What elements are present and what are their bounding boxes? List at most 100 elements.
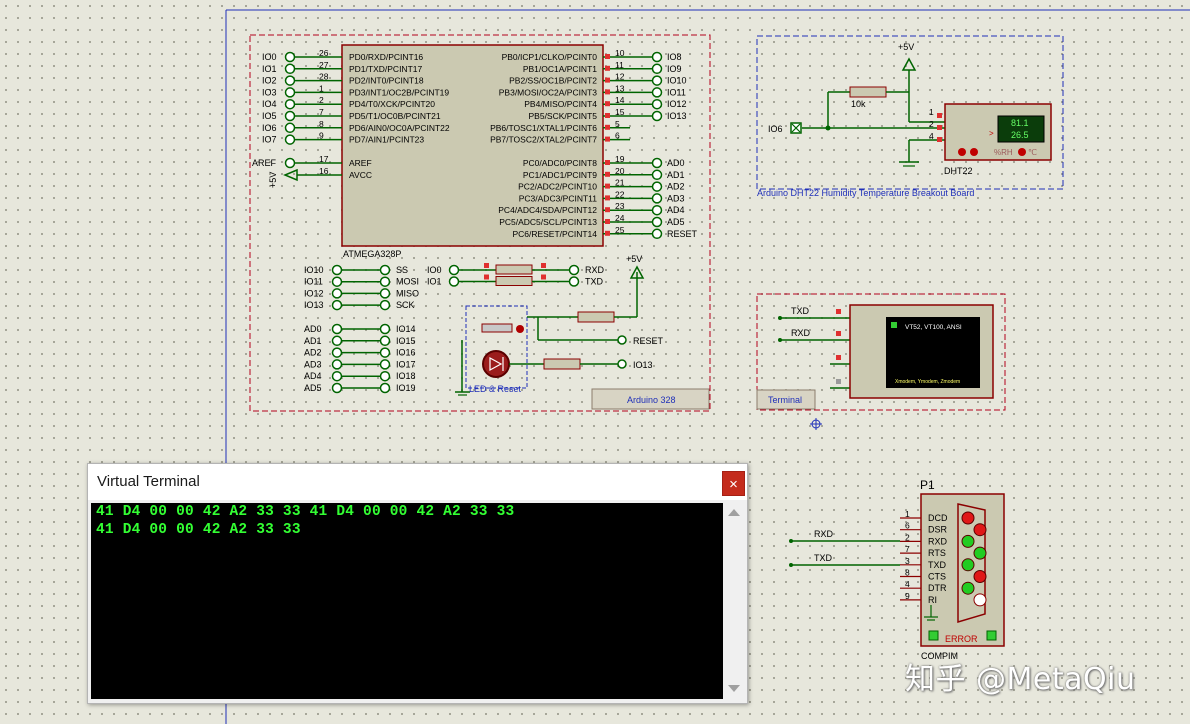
pin-number: 10: [615, 48, 625, 58]
chip-net-terminal[interactable]: [651, 110, 663, 122]
pin-name: DCD: [928, 513, 948, 523]
uart-terminal[interactable]: [568, 276, 580, 287]
net-label: IO1: [262, 64, 277, 74]
net-label: MISO: [396, 288, 419, 298]
led-reset-circuit[interactable]: +5V RESET IO13 LED & Reset: [455, 254, 664, 396]
status-led-icon: [973, 523, 987, 537]
dht22-module[interactable]: +5V 10k IO6 1VDD2DATA4GND 81.1 26.5 > %R…: [756, 35, 1064, 198]
map-terminal[interactable]: [379, 288, 391, 299]
chip-net-terminal[interactable]: [651, 63, 663, 75]
temp-up-button[interactable]: [970, 148, 978, 156]
map-terminal[interactable]: [379, 359, 391, 370]
map-terminal[interactable]: [379, 299, 391, 311]
chip-net-terminal[interactable]: [284, 122, 296, 134]
virtual-terminal-window[interactable]: Virtual Terminal × 41 D4 00 00 42 A2 33 …: [87, 463, 748, 704]
uart-terminal[interactable]: [448, 264, 460, 276]
pin-state-icon: [605, 65, 610, 71]
chip-net-terminal[interactable]: [284, 110, 296, 122]
chip-net-terminal[interactable]: [651, 51, 663, 63]
pin-name: PB3/MOSI/OC2A/PCINT3: [499, 87, 598, 97]
map-terminal[interactable]: [379, 347, 391, 358]
pin-number: 4: [929, 131, 934, 141]
chip-net-terminal[interactable]: [284, 98, 296, 110]
map-terminal[interactable]: [331, 382, 343, 394]
reset-button[interactable]: [481, 323, 513, 333]
temperature-reading: 26.5: [1011, 130, 1029, 140]
map-terminal[interactable]: [331, 276, 343, 287]
map-terminal[interactable]: [331, 288, 343, 299]
supply-arrow-icon: [283, 168, 298, 182]
led-indicator: [482, 350, 510, 378]
led-reset-label: LED & Reset: [469, 384, 522, 394]
switch-state-icon: [516, 325, 524, 333]
avcc-supply-label: +5V: [268, 172, 278, 188]
uart-terminal[interactable]: [568, 264, 580, 276]
chip-net-terminal[interactable]: [651, 193, 663, 204]
chip-net-terminal[interactable]: [651, 228, 663, 240]
map-terminal[interactable]: [379, 323, 391, 335]
chip-net-terminal[interactable]: [651, 169, 663, 181]
virtual-terminal-module[interactable]: RXDTXDRTSCTSTXDRXD VT52, VT100, ANSI Xmo…: [756, 293, 1006, 430]
uart-resistor[interactable]: [495, 276, 533, 286]
chip-net-terminal[interactable]: [284, 87, 296, 98]
pin-name: RTS: [928, 548, 946, 558]
chip-net-terminal[interactable]: [284, 75, 296, 86]
vertical-scrollbar[interactable]: [724, 503, 744, 699]
net-label: IO13: [667, 111, 687, 121]
map-terminal[interactable]: [379, 335, 391, 347]
chip-net-terminal[interactable]: [284, 51, 296, 63]
humidity-button[interactable]: [1018, 148, 1026, 156]
map-terminal[interactable]: [379, 276, 391, 287]
net-label: IO11: [304, 277, 323, 287]
aref-terminal[interactable]: [284, 157, 296, 169]
scroll-down-icon[interactable]: [728, 685, 740, 692]
pin-state-icon: [605, 183, 610, 189]
net-label: AD3: [304, 359, 322, 369]
chip-net-terminal[interactable]: [651, 157, 663, 169]
map-terminal[interactable]: [331, 264, 343, 276]
chip-net-terminal[interactable]: [651, 75, 663, 86]
pin-number: 17: [319, 154, 329, 164]
chip-net-terminal[interactable]: [651, 204, 663, 216]
scroll-up-icon[interactable]: [728, 509, 740, 516]
dht-io-net-label: IO6: [768, 124, 783, 134]
pin-number: 9: [319, 131, 324, 141]
pin-state-icon: [836, 379, 841, 384]
window-titlebar[interactable]: Virtual Terminal ×: [88, 464, 747, 500]
map-terminal[interactable]: [331, 299, 343, 311]
map-terminal[interactable]: [379, 370, 391, 382]
terminal-screen-sub: Xmodem, Ymodem, Zmodem: [895, 379, 960, 385]
atmega328p-chip[interactable]: [341, 44, 604, 247]
chip-net-terminal[interactable]: [651, 181, 663, 192]
pullup-resistor[interactable]: [577, 311, 615, 323]
pin-name: PD4/T0/XCK/PCINT20: [349, 99, 435, 109]
map-terminal[interactable]: [379, 264, 391, 276]
pin-number: 28: [319, 72, 329, 82]
chip-net-terminal[interactable]: [651, 98, 663, 110]
chip-net-terminal[interactable]: [651, 216, 663, 228]
uart-terminal[interactable]: [448, 276, 460, 287]
chip-net-terminal[interactable]: [651, 87, 663, 98]
net-label: IO10: [667, 76, 687, 86]
terminal-output[interactable]: 41 D4 00 00 42 A2 33 33 41 D4 00 00 42 A…: [91, 503, 723, 699]
map-terminal[interactable]: [331, 347, 343, 358]
map-terminal[interactable]: [331, 323, 343, 335]
map-terminal[interactable]: [331, 370, 343, 382]
chip-net-terminal[interactable]: [284, 134, 296, 145]
net-label: IO8: [667, 52, 682, 62]
pin-number: 8: [319, 119, 324, 129]
led-resistor[interactable]: [543, 358, 581, 370]
map-terminal[interactable]: [379, 382, 391, 394]
dht-pullup-resistor[interactable]: [849, 86, 887, 98]
close-button[interactable]: ×: [722, 471, 745, 496]
pin-name: DTR: [928, 583, 947, 593]
pin-name: PD1/TXD/PCINT17: [349, 64, 422, 74]
uart-resistor[interactable]: [495, 264, 533, 275]
temp-down-button[interactable]: [958, 148, 966, 156]
map-terminal[interactable]: [331, 335, 343, 347]
net-label: AD1: [304, 336, 322, 346]
chip-net-terminal[interactable]: [284, 63, 296, 75]
map-terminal[interactable]: [331, 359, 343, 370]
